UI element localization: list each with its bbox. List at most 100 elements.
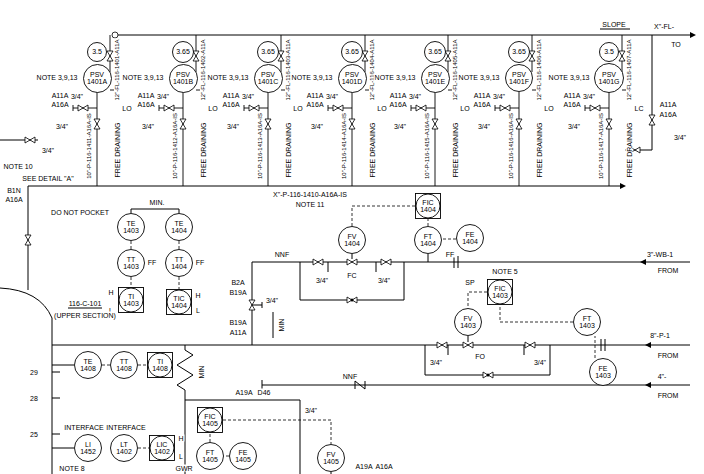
bubble-circle — [425, 42, 446, 63]
annotation-text: A11A — [229, 329, 248, 336]
annotation-text: 3/4" — [310, 123, 324, 130]
signal-line — [179, 241, 180, 249]
annotation-text: NOTE 3,9,13 — [291, 74, 334, 81]
instrument-bubble: FT 1403 — [573, 308, 601, 336]
instrument-tag: FT 1403 — [579, 315, 595, 330]
signal-line — [138, 448, 149, 449]
annotation-text: FO — [474, 353, 486, 360]
annotation-text: 3"-WB-1 — [646, 251, 674, 258]
instrument-tag: 3.65 — [345, 48, 359, 55]
annotation-text: NOTE 3,9,13 — [122, 74, 165, 81]
signal-line — [138, 365, 147, 366]
annotation-text: A11A — [389, 92, 408, 99]
display-circle — [198, 408, 222, 432]
arrowhead — [640, 259, 646, 265]
shared-display-box: FIC 1403 — [487, 279, 513, 305]
annotation-text: 8"-P-1 — [649, 332, 671, 339]
annotation-text: A16A — [221, 101, 240, 108]
annotation-text: H — [107, 289, 114, 296]
annotation-text: 3/4" — [567, 123, 581, 130]
signal-line — [500, 305, 573, 322]
relief-valve-branches — [73, 35, 631, 186]
instrument-bubble: LT 1402 — [110, 434, 138, 462]
instrument-tag: TE 1403 — [123, 220, 139, 235]
annotation-text: A11A — [51, 92, 70, 99]
annotation-text: 12"-FL-116-1402-A11A — [200, 39, 206, 102]
annotation-text: 3/4" — [55, 123, 69, 130]
annotation-text: H — [177, 435, 184, 442]
gate-valve — [649, 115, 655, 125]
annotation-text: B19A — [228, 319, 247, 326]
instrument-tag: TIC 1404 — [171, 295, 187, 310]
bubble-circle — [590, 359, 617, 386]
annotation-text: 29 — [29, 369, 39, 376]
annotation-text: NOTE 3,9,13 — [207, 74, 250, 81]
annotation-text: L — [195, 307, 201, 314]
instrument-tag: PSV 1401E — [425, 71, 445, 86]
instrument-tag: 3.5 — [604, 48, 614, 55]
instrument-tag: PSV 1401D — [342, 71, 363, 86]
instrument-tag: 3.65 — [512, 48, 526, 55]
annotation-text: B1N — [6, 187, 22, 194]
instrument-bubble: TE 1404 — [165, 213, 193, 241]
set-pressure-circle: 3.5 — [599, 42, 619, 62]
bubble-circle — [258, 42, 279, 63]
annotation-text: MIN — [278, 318, 285, 333]
annotation-text: 3/4" — [226, 123, 240, 130]
annotation-text: 12"-FL-116-1405-A11A — [452, 39, 458, 102]
bubble-circle — [75, 352, 102, 379]
annotation-text: 3/4" — [492, 93, 506, 100]
signal-line — [224, 456, 229, 457]
annotation-text: 3/4" — [156, 93, 170, 100]
instrument-tag: TT 1404 — [171, 256, 187, 271]
instrument-bubble: FE 1405 — [229, 442, 257, 470]
annotation-text: MIN — [198, 365, 205, 380]
bubble-circle — [166, 214, 193, 241]
instrument-bubble: PSV 1401A — [83, 64, 112, 93]
valves — [25, 115, 655, 378]
display-square — [167, 290, 192, 315]
instrument-bubble: LI 1452 — [74, 434, 102, 462]
annotation-text: A16A — [472, 101, 491, 108]
signal-line — [442, 239, 456, 240]
annotation-text: NOTE 10 — [2, 163, 33, 170]
instrument-tag: FE 1403 — [595, 365, 611, 380]
shared-display-box: TIC 1404 — [166, 289, 192, 315]
display-square — [198, 408, 223, 433]
instrument-tag: PSV 1401A — [87, 71, 107, 86]
set-pressure-circle: 3.65 — [172, 41, 194, 63]
gate-valve — [437, 342, 447, 348]
annotation-text: 12"-FL-116-1404-A11A — [369, 39, 375, 102]
instrument-tag: LI 1452 — [80, 441, 96, 456]
annotation-text: A11A — [563, 92, 582, 99]
annotation-text: FREE DRAINING — [200, 122, 207, 179]
bubble-circle — [574, 309, 601, 336]
bubble-circle — [118, 214, 145, 241]
arrowhead — [690, 32, 696, 38]
instrument-bubble: TT 1404 — [165, 249, 193, 277]
globe-valve — [483, 372, 493, 378]
instrument-bubble: FV 1403 — [454, 308, 482, 336]
arrowhead — [645, 342, 651, 348]
instrument-tag: PSV 1401F — [509, 71, 529, 86]
signal-line — [223, 420, 331, 444]
instrument-tag: FIC 1404 — [420, 199, 436, 214]
display-square — [119, 288, 144, 313]
display-circle — [488, 280, 512, 304]
annotation-text: 3/4" — [304, 407, 318, 414]
annotation-text: 3/4" — [315, 277, 329, 284]
instrument-tag: TI 1408 — [152, 358, 168, 373]
instrument-bubble: PSV 1401B — [169, 64, 198, 93]
relief-branch — [73, 35, 119, 186]
annotation-text: A11A — [137, 92, 156, 99]
gate-valve — [313, 259, 323, 265]
annotation-text: NOTE 3,9,13 — [458, 74, 501, 81]
instrument-tag: FT 1405 — [202, 449, 218, 464]
bubble-circle — [318, 445, 345, 472]
annotation-text: B2A — [230, 279, 245, 286]
bubble-circle — [75, 435, 102, 462]
instrument-tag: FE 1404 — [462, 231, 478, 246]
annotation-text: 3/4" — [241, 93, 255, 100]
annotation-text: 12"-FL-116-1401-A11A — [114, 39, 120, 102]
bubble-circle — [339, 227, 366, 254]
